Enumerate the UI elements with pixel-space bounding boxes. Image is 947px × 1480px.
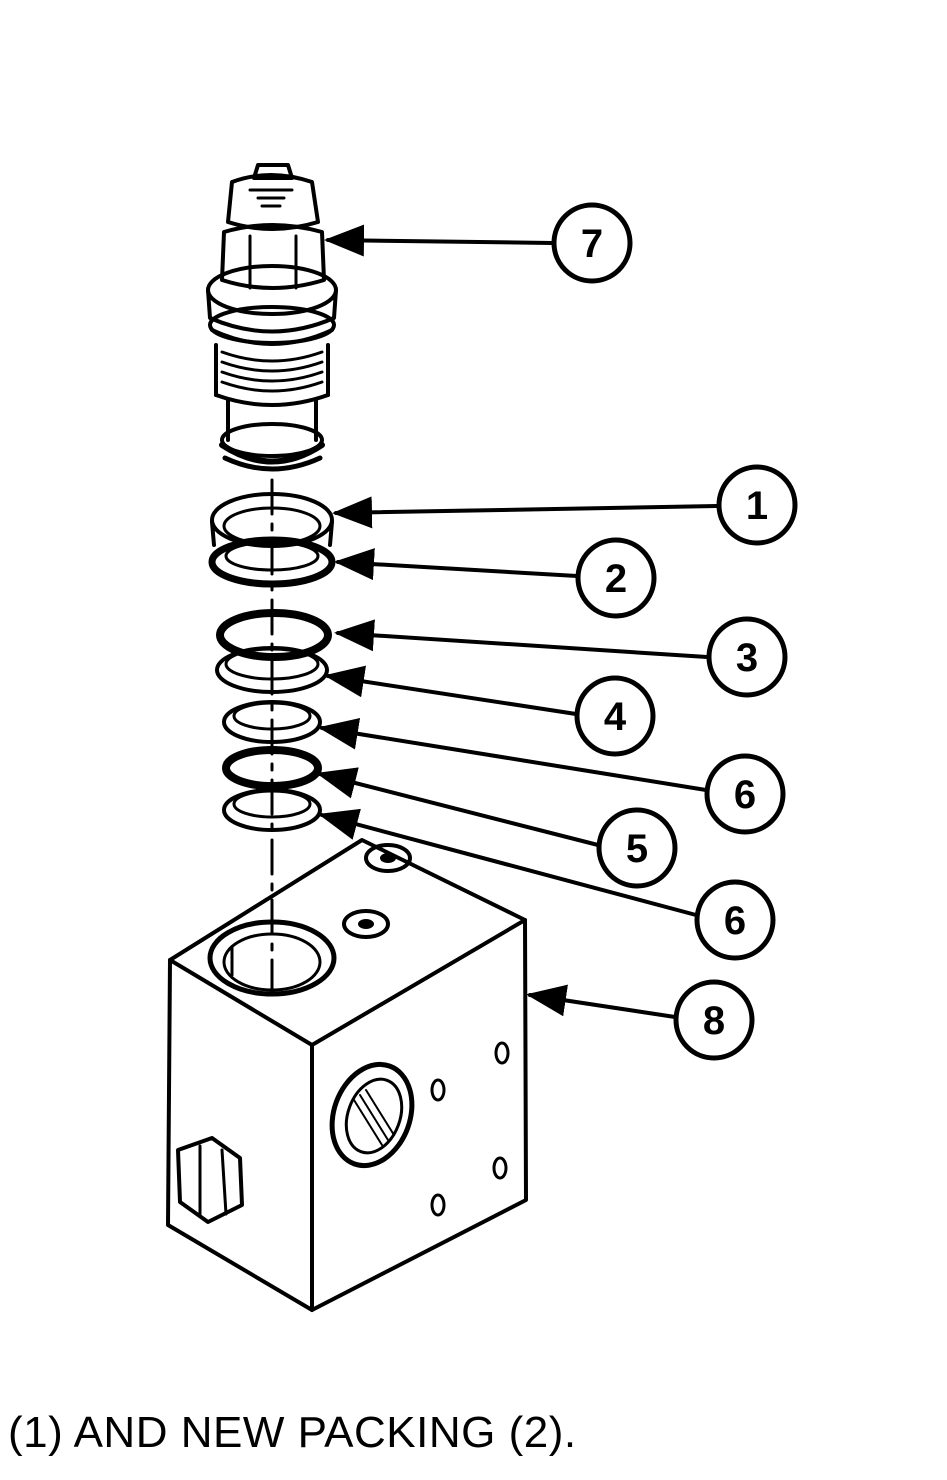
callout-6-lower-label: 6 [724,899,746,943]
leader-6b [318,808,698,917]
packing-3 [216,609,332,661]
callout-3: 3 [706,616,788,698]
callout-2-label: 2 [605,557,627,601]
callout-4: 4 [574,675,656,757]
callout-1-label: 1 [746,484,768,528]
callout-6-lower: 6 [694,879,776,961]
caption-text: (1) AND NEW PACKING (2). [8,1408,577,1457]
leader-1 [332,496,719,529]
leader-3 [334,619,709,659]
leader-2 [334,548,579,581]
manifold-block [166,838,528,1312]
leader-7 [324,224,554,257]
callout-4-label: 4 [604,695,627,739]
callout-5-label: 5 [626,827,648,871]
callout-2: 2 [575,537,657,619]
callout-5: 5 [596,807,678,889]
callout-3-label: 3 [736,636,758,680]
callout-7: 7 [551,202,633,284]
leader-5 [316,767,600,847]
exploded-parts-diagram: 7 1 2 3 4 6 5 6 8 [166,163,798,1312]
callout-6-upper-label: 6 [734,773,756,817]
callout-1: 1 [716,464,798,546]
callout-8: 8 [673,979,755,1061]
packing-2 [208,536,336,588]
leader-lines [316,224,719,1019]
cartridge-valve [206,163,338,472]
leader-6a [318,717,708,792]
leader-8 [526,984,677,1019]
callout-6-upper: 6 [704,753,786,835]
backup-ring-1 [210,492,334,548]
callout-7-label: 7 [581,222,603,266]
leader-4 [324,665,578,716]
callout-8-label: 8 [703,999,725,1043]
